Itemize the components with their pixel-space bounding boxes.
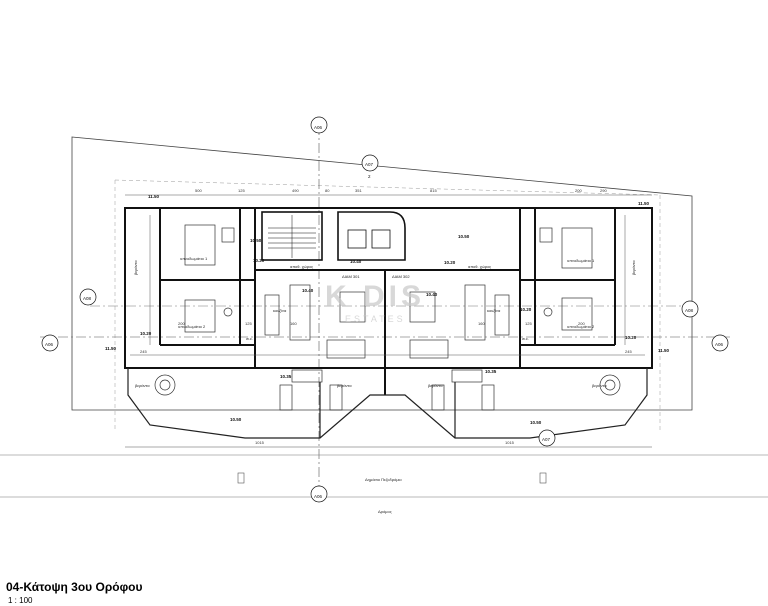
section-marker-icon — [310, 116, 328, 134]
dim-text: 490 — [292, 188, 299, 193]
level-marker: 10.35 — [280, 374, 292, 379]
level-marker: 10.40 — [350, 259, 362, 264]
veranda-tables — [154, 374, 621, 396]
section-marker-icon — [711, 334, 729, 352]
furniture-right — [409, 227, 593, 411]
dim-text: 125 — [245, 321, 252, 326]
room-label: βεράντα — [428, 383, 443, 388]
section-marker-code: A08 — [685, 308, 694, 313]
room-label: βεράντα — [337, 383, 352, 388]
section-marker-icon — [681, 300, 699, 318]
section-marker-code: A06 — [715, 342, 724, 347]
room-label: βεράντα — [631, 260, 636, 275]
site-boundary — [71, 136, 693, 411]
room-label: w.c. — [246, 336, 253, 341]
dim-text: 245 — [625, 349, 632, 354]
dim-text: 351 — [355, 188, 362, 193]
apartment-label: ΔΙΑΜ 302 — [392, 274, 410, 279]
level-marker: 10.40 — [426, 292, 438, 297]
veranda-outline — [127, 368, 648, 439]
level-marker: 10.20 — [444, 260, 456, 265]
level-marker: 10.20 — [140, 331, 152, 336]
furniture-left — [184, 224, 366, 411]
room-label: αποθ. χώρος — [290, 264, 313, 269]
street-label: Δημόσιο Πεζοδρόμιο — [365, 477, 402, 482]
section-marker-code: A07 — [365, 162, 374, 167]
section-marker-code: A06 — [314, 494, 323, 499]
drawing-scale: 1 : 100 — [8, 596, 33, 605]
stair-core — [261, 211, 406, 261]
room-label: κουζίνα — [487, 308, 501, 313]
dim-text: 160 — [290, 321, 297, 326]
room-label: βεράντα — [592, 383, 607, 388]
section-marker-icon — [538, 429, 556, 447]
watermark-logo: K DIS ESTATES — [325, 280, 425, 324]
room-label: υπνοδωμάτιο 1 — [180, 256, 208, 261]
level-marker: 11.50 — [638, 201, 650, 206]
dim-text: 200 — [178, 321, 185, 326]
street-label: Δρόμος — [378, 509, 392, 514]
section-marker-icon — [310, 485, 328, 503]
section-marker-code: A08 — [83, 296, 92, 301]
drawing-title: 04-Κάτοψη 3ου Ορόφου — [6, 580, 143, 594]
dim-text: 1015 — [255, 440, 265, 445]
dim-text: 200 — [578, 321, 585, 326]
dim-text: 290 — [600, 188, 607, 193]
level-marker: 11.50 — [148, 194, 160, 199]
level-marker: 10.20 — [253, 258, 265, 263]
building-walls — [124, 207, 653, 395]
dimension-lines — [125, 194, 652, 448]
svg-text:K DIS: K DIS — [325, 280, 425, 313]
dim-text: 125 — [238, 188, 245, 193]
room-label: βεράντα — [133, 260, 138, 275]
section-marker-code: A07 — [542, 437, 551, 442]
level-marker: 10.50 — [250, 238, 262, 243]
room-label: w.c. — [522, 336, 529, 341]
room-label: βεράντα — [135, 383, 150, 388]
street-object-1 — [237, 472, 245, 484]
apartment-label: ΔΙΑΜ 301 — [342, 274, 360, 279]
dim-text: 245 — [140, 349, 147, 354]
dim-text: 815 — [430, 188, 437, 193]
level-marker: 10.35 — [485, 369, 497, 374]
room-label: κουζίνα — [273, 308, 287, 313]
section-marker-code: A06 — [314, 125, 323, 130]
dim-text: 80 — [325, 188, 330, 193]
level-marker: 10.40 — [302, 288, 314, 293]
level-marker: 11.50 — [658, 348, 670, 353]
dim-text: 200 — [575, 188, 582, 193]
section-marker-icon — [41, 334, 59, 352]
level-marker: 11.50 — [105, 346, 117, 351]
section-marker-icon — [361, 154, 379, 172]
dim-text: 125 — [525, 321, 532, 326]
street-object-2 — [539, 472, 547, 484]
level-marker: 10.50 — [458, 234, 470, 239]
dim-text: 1015 — [505, 440, 515, 445]
section-marker-code: A06 — [45, 342, 54, 347]
dim-text: 500 — [195, 188, 202, 193]
room-label: υπνοδωμάτιο 1 — [567, 258, 595, 263]
section-marker-icon — [79, 288, 97, 306]
svg-text:ESTATES: ESTATES — [345, 314, 406, 324]
room-label: αποθ. χώρος — [468, 264, 491, 269]
room-label: υπνοδωμάτιο 2 — [567, 324, 595, 329]
level-marker: 10.20 — [520, 307, 532, 312]
room-label: υπνοδωμάτιο 2 — [178, 324, 206, 329]
section-marker-num: 2 — [368, 174, 371, 179]
dim-text: 160 — [478, 321, 485, 326]
level-marker: 10.50 — [530, 420, 542, 425]
level-marker: 10.20 — [625, 335, 637, 340]
level-marker: 10.50 — [230, 417, 242, 422]
